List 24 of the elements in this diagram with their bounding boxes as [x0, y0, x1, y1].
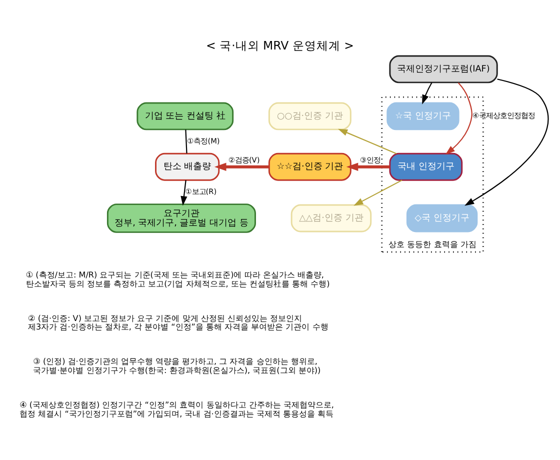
connector: [185, 130, 188, 154]
arrow: [346, 162, 390, 171]
arrow: [338, 128, 397, 154]
node-box: 국제인정기구포럼(IAF): [389, 55, 498, 84]
arrow: [464, 78, 549, 206]
arrow: [180, 180, 188, 206]
edge-label: ④국제상호인정협정: [472, 111, 536, 120]
node-box: 국내 인정기구: [389, 152, 463, 181]
node-box: △△검·인증 기관: [290, 204, 372, 232]
node-box: ○○검·인증 기관: [268, 102, 352, 130]
node-box: 요구기관 정부, 국제기구, 글로벌 대기업 등: [106, 204, 256, 233]
arrow: [422, 82, 432, 104]
arrow: [354, 180, 402, 206]
node-box: 기업 또는 컨설팅 社: [136, 102, 234, 130]
diagram-title: < 국·내외 MRV 운영체계 >: [206, 38, 354, 52]
edge-label: ③인정: [360, 155, 381, 164]
edge-label: ②검증(V): [228, 155, 260, 164]
arrow: [214, 162, 269, 171]
edge-label: ①측정(M): [187, 136, 220, 146]
edge-label: ①보고(R): [185, 187, 217, 196]
node-box: ☆☆검·인증 기관: [268, 152, 352, 181]
node-box: ◇국 인정기구: [406, 204, 478, 232]
node-box: 탄소 배출량: [155, 152, 220, 181]
node-box: ☆국 인정기구: [386, 102, 460, 130]
